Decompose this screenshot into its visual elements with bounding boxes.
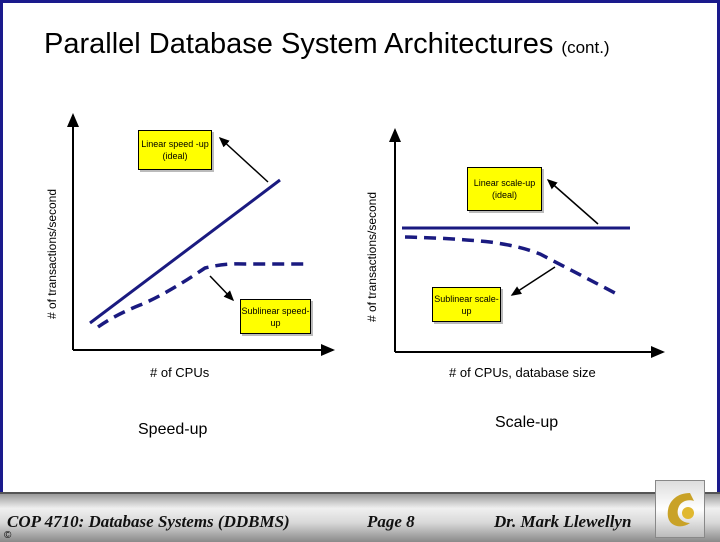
- footer-copyright: ©: [4, 530, 12, 541]
- footer-course: COP 4710: Database Systems (DDBMS): [7, 512, 290, 531]
- slide-frame: [0, 0, 720, 493]
- speedup-caption: Speed-up: [138, 421, 208, 438]
- sublinear-speedup-line: [96, 262, 305, 329]
- speedup-x-label: # of CPUs: [150, 365, 210, 380]
- sublinear-scaleup-label: Sublinear scale-up: [432, 287, 501, 322]
- scaleup-axes: [389, 128, 665, 358]
- speedup-ideal-arrow: [218, 136, 269, 183]
- speedup-y-label: # of transactions/second: [45, 188, 59, 320]
- linear-speedup-label: Linear speed -up (ideal): [138, 130, 212, 170]
- slide-title: Parallel Database System Architectures (…: [44, 28, 610, 60]
- scaleup-x-label: # of CPUs, database size: [449, 365, 596, 380]
- scaleup-caption: Scale-up: [495, 414, 559, 431]
- speedup-sub-arrow: [209, 275, 235, 302]
- scaleup-y-label: # of transactions/second: [365, 191, 379, 323]
- scaleup-ideal-arrow: [546, 179, 599, 225]
- pegasus-logo-icon: [655, 480, 705, 538]
- scaleup-sub-arrow: [510, 266, 556, 296]
- footer-page: Page 8: [367, 512, 415, 531]
- linear-scaleup-label: Linear scale-up (ideal): [467, 167, 542, 211]
- sublinear-speedup-label: Sublinear speed-up: [240, 299, 311, 334]
- footer: COP 4710: Database Systems (DDBMS) Page …: [0, 492, 720, 542]
- footer-author: Dr. Mark Llewellyn: [494, 512, 632, 531]
- sublinear-scaleup-line: [404, 235, 616, 295]
- speedup-axes: [67, 113, 335, 356]
- linear-speedup-line: [89, 178, 281, 325]
